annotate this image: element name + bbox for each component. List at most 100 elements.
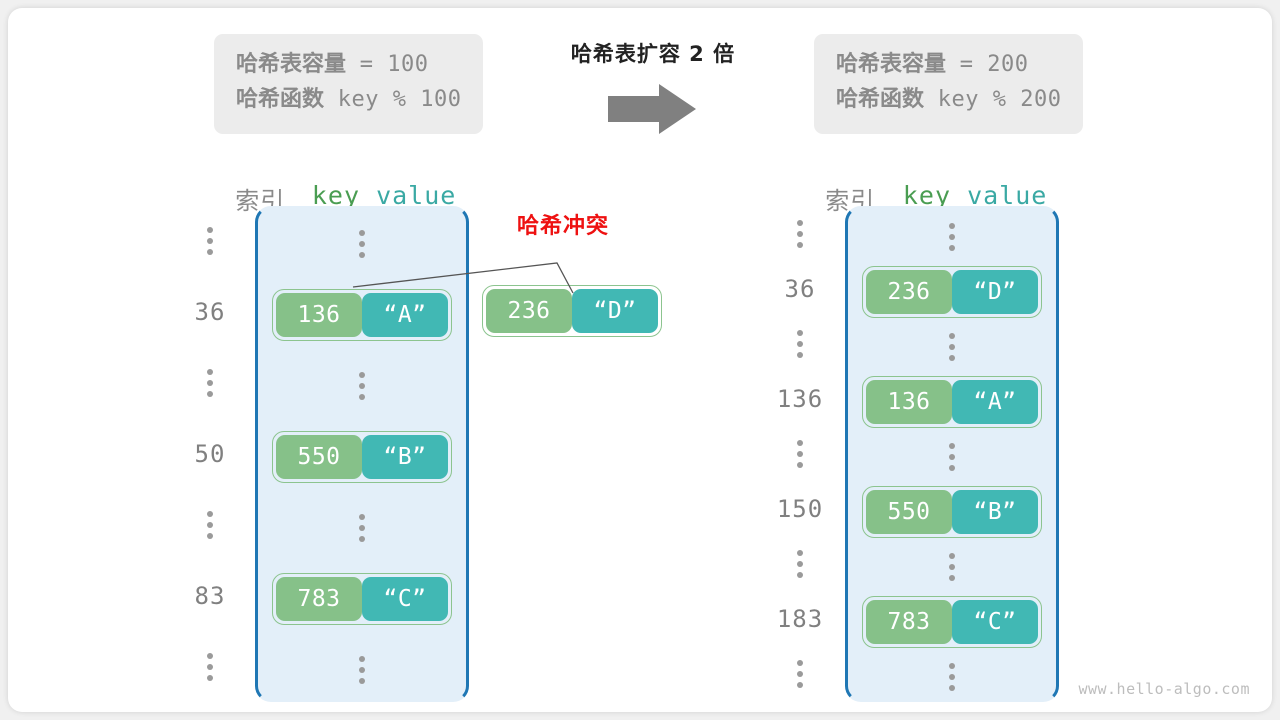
bucket-cell-empty <box>258 492 466 563</box>
vertical-ellipsis-icon <box>797 219 803 248</box>
function-line-before: 哈希函数 key % 100 <box>236 83 461 118</box>
vertical-ellipsis-icon <box>797 660 803 689</box>
vertical-ellipsis-icon <box>797 439 803 468</box>
vertical-ellipsis-icon <box>949 442 955 471</box>
watermark: www.hello-algo.com <box>1078 680 1250 698</box>
capacity-value: = 100 <box>346 52 429 77</box>
capacity-label: 哈希表容量 <box>236 52 347 77</box>
entry-value: “D” <box>572 289 658 333</box>
bucket-cell-empty <box>848 429 1056 484</box>
right-arrow-icon <box>604 82 700 136</box>
index-cell: 36 <box>784 274 816 303</box>
entry-pair: 136“A” <box>272 289 452 342</box>
function-line-after: 哈希函数 key % 200 <box>836 83 1061 118</box>
vertical-ellipsis-icon <box>359 655 365 684</box>
entry-key: 236 <box>486 289 572 333</box>
index-column-before: 36 50 83 <box>171 206 249 702</box>
function-value: key % 100 <box>324 86 462 112</box>
vertical-ellipsis-icon <box>359 372 365 401</box>
collision-entry: 236 “D” <box>482 285 662 337</box>
bucket-cell: 136“A” <box>848 374 1056 429</box>
function-value: key % 200 <box>924 86 1062 112</box>
entry-key: 136 <box>866 379 952 424</box>
entry-key: 236 <box>866 269 952 314</box>
entry-key: 783 <box>866 600 952 645</box>
vertical-ellipsis-icon <box>797 329 803 358</box>
index-cell <box>171 631 249 702</box>
capacity-line-before: 哈希表容量 = 100 <box>236 48 461 83</box>
function-label: 哈希函数 <box>236 86 325 112</box>
header-keyvalue-before: key value <box>311 181 457 210</box>
entry-value: “B” <box>362 434 448 479</box>
index-cell: 150 <box>776 495 824 524</box>
index-cell: 83 <box>194 581 226 610</box>
index-cell: 36 <box>194 298 226 327</box>
index-cell <box>761 316 839 371</box>
hash-collision-label: 哈希冲突 <box>516 214 609 239</box>
bucket-cell: 236“D” <box>848 264 1056 319</box>
bucket-cell: 783“C” <box>258 563 466 634</box>
entry-value: “C” <box>362 576 448 621</box>
capacity-value: = 200 <box>946 52 1029 77</box>
vertical-ellipsis-icon <box>949 663 955 692</box>
header-index-after: 索引 <box>825 187 876 215</box>
vertical-ellipsis-icon <box>359 230 365 259</box>
index-cell <box>171 348 249 419</box>
vertical-ellipsis-icon <box>207 227 213 256</box>
vertical-ellipsis-icon <box>949 222 955 251</box>
entry-key: 136 <box>276 293 362 338</box>
vertical-ellipsis-icon <box>207 652 213 681</box>
bucket-container-before: 136“A” 550“B” 783“C” <box>255 206 469 702</box>
capacity-line-after: 哈希表容量 = 200 <box>836 48 1061 83</box>
index-cell <box>761 537 839 592</box>
vertical-ellipsis-icon <box>949 332 955 361</box>
vertical-ellipsis-icon <box>207 510 213 539</box>
index-cell <box>171 206 249 277</box>
entry-pair: 783“C” <box>272 572 452 625</box>
vertical-ellipsis-icon <box>207 369 213 398</box>
index-cell <box>761 426 839 481</box>
capacity-label: 哈希表容量 <box>836 52 947 77</box>
bucket-cell-empty <box>848 650 1056 705</box>
index-cell: 136 <box>776 384 824 413</box>
entry-value: “D” <box>952 269 1038 314</box>
vertical-ellipsis-icon <box>359 513 365 542</box>
header-index-before: 索引 <box>235 187 286 215</box>
vertical-ellipsis-icon <box>949 553 955 582</box>
bucket-cell-empty <box>258 634 466 705</box>
index-cell <box>761 206 839 261</box>
entry-value: “C” <box>952 600 1038 645</box>
bucket-cell-empty <box>258 351 466 422</box>
entry-value: “B” <box>952 490 1038 535</box>
entry-pair: 783“C” <box>862 596 1042 649</box>
hash-table-config-after: 哈希表容量 = 200 哈希函数 key % 200 <box>814 34 1084 134</box>
function-label: 哈希函数 <box>836 86 925 112</box>
entry-key: 550 <box>276 434 362 479</box>
vertical-ellipsis-icon <box>797 550 803 579</box>
entry-pair: 550“B” <box>272 430 452 483</box>
bucket-cell-empty <box>258 209 466 280</box>
entry-key: 550 <box>866 490 952 535</box>
index-cell <box>171 489 249 560</box>
bucket-cell: 136“A” <box>258 280 466 351</box>
hash-table-config-before: 哈希表容量 = 100 哈希函数 key % 100 <box>214 34 484 134</box>
bucket-cell-empty <box>848 540 1056 595</box>
diagram-canvas: 哈希表容量 = 100 哈希函数 key % 100 哈希表扩容 2 倍 哈希表… <box>8 8 1272 712</box>
hash-table-before: 36 50 83 136“A” 550“B” 783“C” <box>171 206 469 702</box>
index-cell: 183 <box>776 605 824 634</box>
entry-key: 783 <box>276 576 362 621</box>
bucket-cell-empty <box>848 319 1056 374</box>
bucket-cell-empty <box>848 209 1056 264</box>
entry-value: “A” <box>952 379 1038 424</box>
bucket-cell: 550“B” <box>848 485 1056 540</box>
entry-pair: 236 “D” <box>482 285 662 337</box>
entry-pair: 550“B” <box>862 486 1042 539</box>
bucket-cell: 783“C” <box>848 595 1056 650</box>
header-keyvalue-after: key value <box>902 181 1048 210</box>
expansion-title: 哈希表扩容 2 倍 <box>570 42 736 66</box>
entry-value: “A” <box>362 293 448 338</box>
index-cell <box>761 647 839 702</box>
index-cell: 50 <box>194 439 226 468</box>
bucket-cell: 550“B” <box>258 422 466 493</box>
